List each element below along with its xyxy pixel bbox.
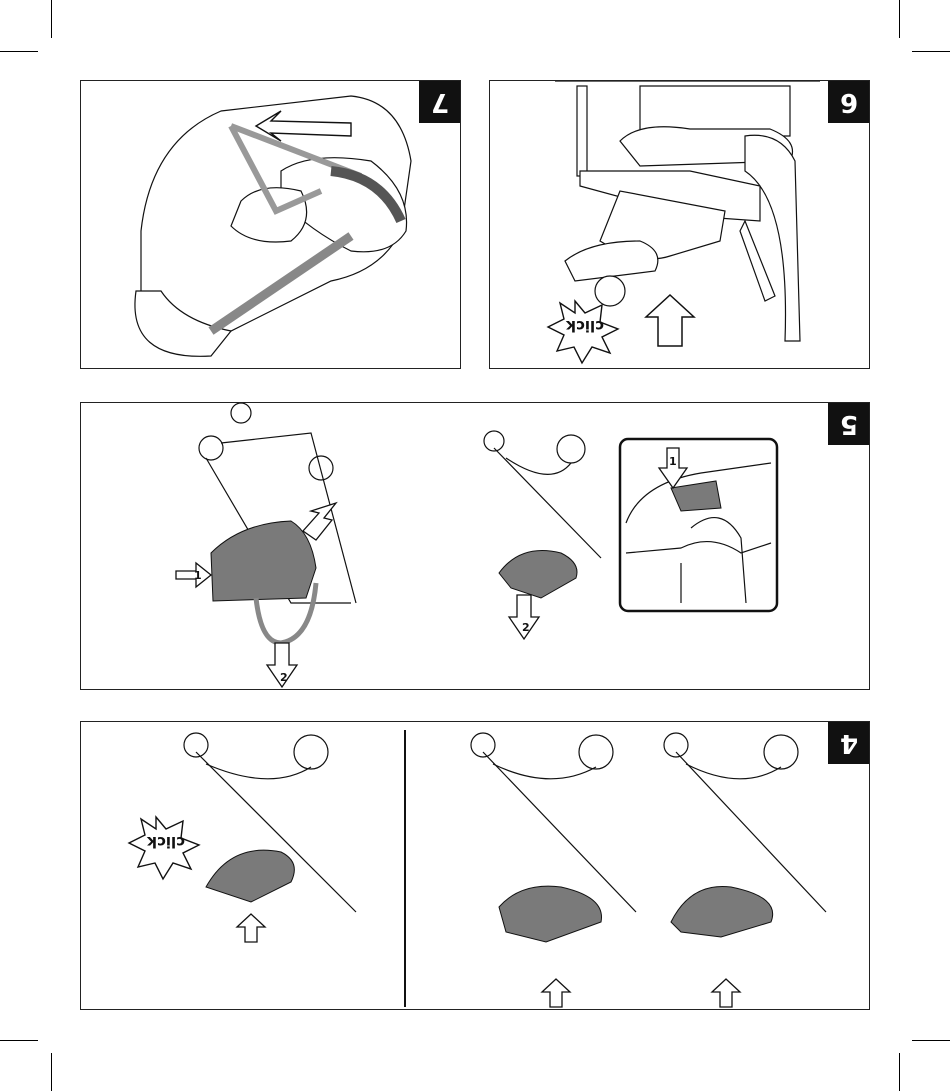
crop-mark xyxy=(912,51,950,52)
step-7-illustration xyxy=(81,81,461,369)
step-4-illustration: click xyxy=(81,722,870,1010)
step-6-panel: click 6 xyxy=(489,80,870,369)
crop-mark xyxy=(912,1040,950,1041)
panel-divider xyxy=(404,730,406,1007)
crop-mark xyxy=(0,1040,38,1041)
up-arrow-icon xyxy=(542,979,570,1007)
step-7-panel: 7 xyxy=(80,80,461,369)
arrow-label: 2 xyxy=(280,671,288,684)
step-5-panel: 1 2 2 1 5 xyxy=(80,402,870,690)
arrow-label: 1 xyxy=(194,569,202,582)
up-arrow-icon xyxy=(646,295,694,346)
step-number: 7 xyxy=(419,81,461,123)
step-number: 4 xyxy=(828,722,870,764)
up-arrow-icon xyxy=(712,979,740,1007)
step-number: 6 xyxy=(828,81,870,123)
crop-mark xyxy=(899,1053,900,1091)
click-label: click xyxy=(146,833,185,851)
crop-mark xyxy=(51,0,52,38)
up-arrow-icon xyxy=(237,914,265,942)
arrow-label: 2 xyxy=(522,621,530,634)
arrow-1-icon xyxy=(303,503,336,540)
click-label: click xyxy=(565,317,604,335)
step-5-illustration: 1 2 2 1 xyxy=(81,403,870,690)
crop-mark xyxy=(899,0,900,38)
step-4-panel: click 4 xyxy=(80,721,870,1010)
crop-mark xyxy=(51,1053,52,1091)
arrow-label: 1 xyxy=(669,455,677,468)
step-6-illustration: click xyxy=(490,81,870,369)
step-number: 5 xyxy=(828,403,870,445)
crop-mark xyxy=(0,51,38,52)
